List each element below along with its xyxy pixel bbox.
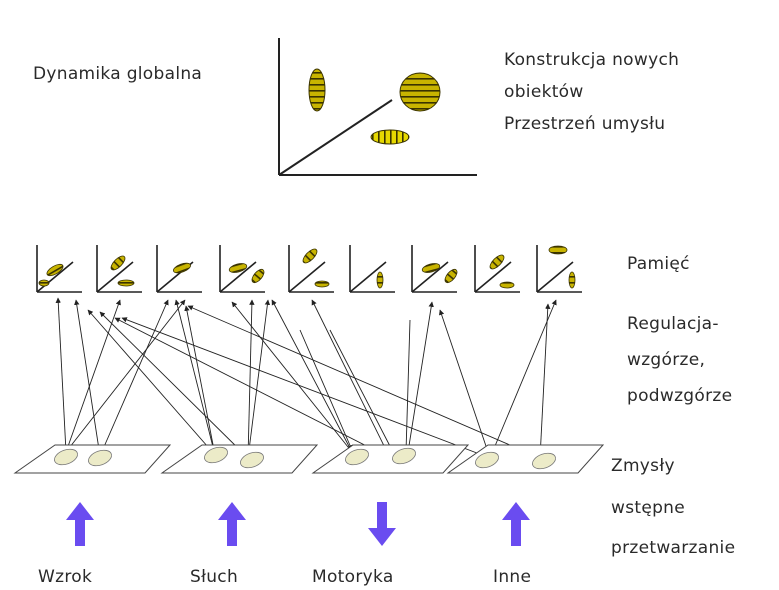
connection-arrow bbox=[99, 311, 249, 459]
memory-plot-2 bbox=[96, 245, 142, 293]
memory-plot-6 bbox=[349, 245, 395, 293]
memory-object-icon bbox=[38, 279, 50, 287]
modality-label-hearing: Słuch bbox=[190, 567, 239, 587]
sensory-plane-2 bbox=[160, 444, 319, 474]
memory-object-icon bbox=[548, 245, 568, 255]
connection-arrow bbox=[247, 299, 271, 459]
connection-arrow bbox=[539, 303, 551, 459]
sensory-blob bbox=[345, 448, 369, 466]
sensory-plane-4 bbox=[446, 444, 605, 474]
connection-arrow bbox=[114, 317, 391, 459]
connection-arrow bbox=[271, 299, 353, 453]
memory-label: Pamięć bbox=[627, 254, 690, 274]
connection-arrow bbox=[121, 317, 491, 459]
memory-object-icon bbox=[46, 263, 64, 277]
connection-arrow bbox=[438, 309, 491, 459]
memory-plot-3 bbox=[156, 245, 202, 293]
memory-plot-1 bbox=[36, 245, 82, 293]
memory-plot-diagonal bbox=[36, 261, 74, 293]
connection-arrow bbox=[74, 299, 101, 457]
connection-arrow bbox=[329, 329, 393, 451]
memory-object-icon bbox=[251, 268, 265, 284]
new-objects-label-line1: Konstrukcja nowych bbox=[504, 50, 680, 70]
connection-arrow bbox=[87, 309, 216, 456]
memory-plot-9 bbox=[536, 245, 582, 293]
arrow-up-icon bbox=[218, 502, 246, 546]
memory-object-icon bbox=[117, 279, 135, 287]
connection-arrow bbox=[99, 299, 169, 457]
memory-object-icon bbox=[444, 268, 458, 284]
vertical-object-icon bbox=[308, 68, 326, 112]
memory-object-icon bbox=[110, 255, 126, 271]
connection-arrow bbox=[65, 299, 186, 453]
connection-arrow bbox=[311, 299, 391, 459]
arrow-up-icon bbox=[66, 502, 94, 546]
sensory-blob bbox=[88, 449, 112, 467]
modality-label-vision: Wzrok bbox=[38, 567, 93, 587]
flat-object-icon bbox=[370, 129, 410, 145]
memory-plot-diagonal bbox=[96, 261, 134, 293]
new-objects-label-line2: obiektów bbox=[504, 82, 584, 102]
senses-label-line2: wstępne bbox=[611, 498, 686, 518]
sensory-blob bbox=[240, 451, 264, 469]
global-dynamics-label: Dynamika globalna bbox=[33, 64, 203, 84]
sensory-planes bbox=[13, 444, 605, 474]
memory-plot-diagonal bbox=[411, 261, 449, 293]
connection-arrow bbox=[187, 305, 541, 459]
memory-object-icon bbox=[314, 280, 330, 288]
global-dynamics-plot bbox=[278, 38, 477, 176]
connection-arrow bbox=[55, 297, 67, 453]
modality-label-other: Inne bbox=[493, 567, 532, 587]
memory-plot-diagonal bbox=[349, 261, 387, 293]
mind-space-label: Przestrzeń umysłu bbox=[504, 114, 666, 134]
senses-label-line3: przetwarzanie bbox=[611, 538, 736, 558]
regulation-label-line2: wzgórze, bbox=[627, 350, 706, 370]
memory-object-icon bbox=[421, 263, 441, 273]
sensory-blob bbox=[475, 451, 499, 469]
arrow-up-icon bbox=[502, 502, 530, 546]
connection-arrow bbox=[65, 299, 121, 453]
connection-arrow bbox=[407, 301, 434, 453]
connection-arrow bbox=[403, 319, 411, 453]
memory-plot-8 bbox=[474, 245, 520, 293]
memory-object-icon bbox=[568, 271, 576, 289]
memory-object-icon bbox=[173, 262, 191, 274]
memory-plot-diagonal bbox=[219, 261, 257, 293]
connection-arrow bbox=[184, 305, 216, 456]
memory-object-icon bbox=[499, 281, 515, 289]
senses-label-line1: Zmysły bbox=[611, 456, 675, 476]
memory-plot-4 bbox=[219, 245, 265, 293]
connection-arrow bbox=[299, 329, 353, 451]
memory-plot-diagonal bbox=[288, 261, 326, 293]
arrow-down-icon bbox=[368, 502, 396, 546]
connection-arrow bbox=[174, 299, 216, 456]
sensory-blob bbox=[392, 447, 416, 465]
memory-plot-7 bbox=[411, 245, 458, 293]
regulation-connections bbox=[55, 297, 557, 459]
connection-arrow bbox=[489, 299, 557, 459]
memory-plot-diagonal bbox=[474, 261, 512, 293]
sensory-blob bbox=[204, 446, 228, 464]
sensory-blob bbox=[532, 452, 556, 470]
memory-object-icon bbox=[376, 271, 384, 289]
sensory-plane-3 bbox=[311, 444, 470, 474]
sensory-blob bbox=[54, 448, 78, 466]
memory-object-icon bbox=[489, 254, 505, 270]
round-object-icon bbox=[399, 72, 441, 112]
regulation-label-line1: Regulacja- bbox=[627, 314, 719, 334]
memory-plot-5 bbox=[288, 245, 334, 293]
memory-object-icon bbox=[228, 263, 248, 273]
memory-object-icon bbox=[302, 248, 318, 264]
connection-arrow bbox=[231, 301, 353, 453]
regulation-label-line3: podwzgórze bbox=[627, 386, 733, 406]
modality-label-motor: Motoryka bbox=[312, 567, 394, 587]
memory-plot-diagonal bbox=[536, 261, 574, 293]
modality-arrows bbox=[66, 502, 530, 546]
memory-plots bbox=[36, 245, 582, 293]
